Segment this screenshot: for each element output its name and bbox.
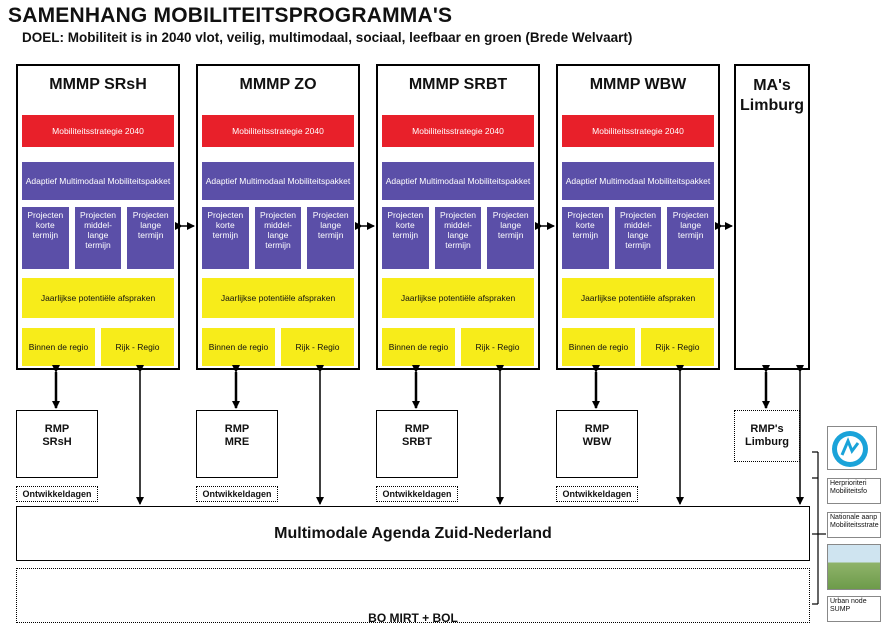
goal-statement: DOEL: Mobiliteit is in 2040 vlot, veilig… [22,30,633,45]
projects-row: Projecten korte termijn Projecten middel… [22,207,175,269]
inside-region: Binnen de regio [562,328,635,366]
logo-graphic [832,431,868,467]
package-band: Adaptief Multimodaal Mobiliteitspakket [202,162,354,200]
project-long-term: Projecten lange termijn [307,207,355,269]
agenda-box: Multimodale Agenda Zuid-Nederland [16,506,810,561]
side-panel: Herprioriteri Mobiliteitsfo Nationale aa… [826,426,881,623]
logo-badge [827,426,877,470]
split-row: Binnen de regio Rijk - Regio [382,328,534,366]
ontwikkeldagen-wbw: Ontwikkeldagen [556,486,638,502]
rijk-regio: Rijk - Regio [641,328,714,366]
project-short-term: Projecten korte termijn [202,207,249,269]
agreements-band: Jaarlijkse potentiële afspraken [382,278,534,318]
ontwikkeldagen-srbt: Ontwikkeldagen [376,486,458,502]
side-box-urban-node: Urban node SUMP [827,596,881,622]
rmp-line2: SRBT [402,436,432,448]
rmp-line1: RMP [584,423,610,435]
rmp-limburg-line1: RMP's [750,423,784,435]
project-mid-term: Projecten middel-lange termijn [254,207,302,269]
inside-region: Binnen de regio [22,328,95,366]
bo-mirt-box: BO MIRT + BOL [16,568,810,625]
side-box-nationale: Nationale aanp Mobiliteitsstrate [827,512,881,538]
program-title: MMMP WBW [589,76,687,93]
rmp-line2: SRsH [42,436,72,448]
rmp-line1: RMP [224,423,250,435]
projects-row: Projecten korte termijn Projecten middel… [562,207,715,269]
project-mid-term: Projecten middel-lange termijn [614,207,662,269]
project-mid-term: Projecten middel-lange termijn [434,207,482,269]
rmp-line1: RMP [404,423,430,435]
split-row: Binnen de regio Rijk - Regio [22,328,174,366]
program-title: MMMP ZO [239,76,317,93]
program-srbt: MMMP SRBT Mobiliteitsstrategie 2040 Adap… [376,64,540,370]
program-srsh: MMMP SRsH Mobiliteitsstrategie 2040 Adap… [16,64,180,370]
ontwikkeldagen-srsh: Ontwikkeldagen [16,486,98,502]
ma-title-line2: Limburg [740,97,804,114]
strategy-band: Mobiliteitsstrategie 2040 [382,115,534,147]
strategy-band: Mobiliteitsstrategie 2040 [562,115,714,147]
project-short-term: Projecten korte termijn [562,207,609,269]
agreements-band: Jaarlijkse potentiële afspraken [202,278,354,318]
program-wbw: MMMP WBW Mobiliteitsstrategie 2040 Adapt… [556,64,720,370]
rmp-srbt: RMP SRBT [376,410,458,478]
project-mid-term: Projecten middel-lange termijn [74,207,122,269]
rmp-limburg: RMP's Limburg [734,410,800,462]
package-band: Adaptief Multimodaal Mobiliteitspakket [562,162,714,200]
strategy-band: Mobiliteitsstrategie 2040 [202,115,354,147]
agreements-band: Jaarlijkse potentiële afspraken [22,278,174,318]
landscape-thumbnail [827,544,881,590]
side-box-herprioritering: Herprioriteri Mobiliteitsfo [827,478,881,504]
inside-region: Binnen de regio [202,328,275,366]
agreements-band: Jaarlijkse potentiële afspraken [562,278,714,318]
rmp-mre: RMP MRE [196,410,278,478]
program-title: MMMP SRsH [49,76,147,93]
package-band: Adaptief Multimodaal Mobiliteitspakket [382,162,534,200]
inside-region: Binnen de regio [382,328,455,366]
project-short-term: Projecten korte termijn [382,207,429,269]
page-title: SAMENHANG MOBILITEITSPROGRAMMA'S [8,4,453,27]
rmp-line2: WBW [582,436,612,448]
ma-limburg-box: MA's Limburg [734,64,810,370]
package-band: Adaptief Multimodaal Mobiliteitspakket [22,162,174,200]
rmp-line2: MRE [224,436,250,448]
project-long-term: Projecten lange termijn [127,207,175,269]
ma-title-line1: MA's [753,77,791,94]
rijk-regio: Rijk - Regio [101,328,174,366]
rmp-limburg-line2: Limburg [745,436,789,448]
project-long-term: Projecten lange termijn [667,207,715,269]
rmp-wbw: RMP WBW [556,410,638,478]
program-title: MMMP SRBT [408,76,508,93]
strategy-band: Mobiliteitsstrategie 2040 [22,115,174,147]
projects-row: Projecten korte termijn Projecten middel… [202,207,355,269]
rijk-regio: Rijk - Regio [281,328,354,366]
program-zo: MMMP ZO Mobiliteitsstrategie 2040 Adapti… [196,64,360,370]
ontwikkeldagen-mre: Ontwikkeldagen [196,486,278,502]
rmp-srsh: RMP SRsH [16,410,98,478]
split-row: Binnen de regio Rijk - Regio [562,328,714,366]
project-long-term: Projecten lange termijn [487,207,535,269]
project-short-term: Projecten korte termijn [22,207,69,269]
split-row: Binnen de regio Rijk - Regio [202,328,354,366]
rmp-line1: RMP [44,423,70,435]
rijk-regio: Rijk - Regio [461,328,534,366]
ma-title: MA's Limburg [736,76,808,116]
projects-row: Projecten korte termijn Projecten middel… [382,207,535,269]
